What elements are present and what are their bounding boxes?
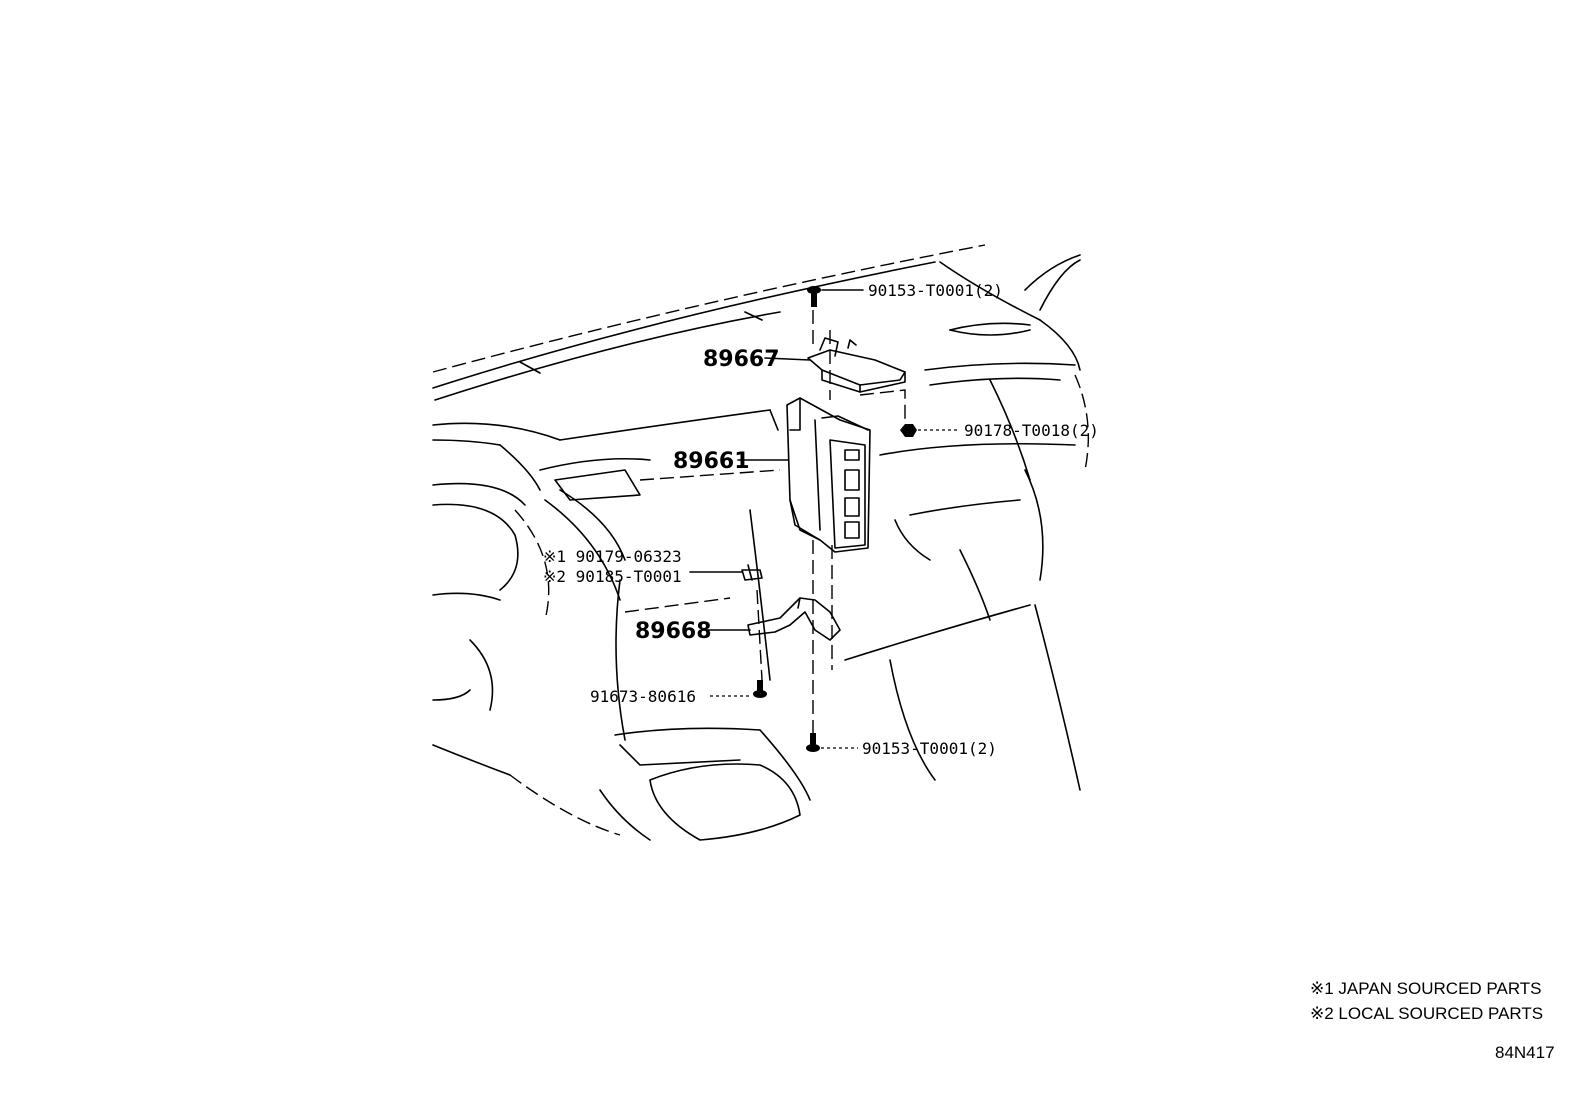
floor-line — [432, 744, 511, 776]
right-panel-lower — [1024, 469, 1044, 581]
steering-lower-2 — [432, 689, 471, 701]
floor-dash — [509, 774, 621, 836]
pillar-curve — [1024, 254, 1081, 291]
cluster-hood-2 — [432, 439, 501, 446]
callout-clip-japan: ※1 90179-06323 — [543, 547, 682, 566]
cluster-hood-3 — [499, 444, 541, 491]
legend-note-japan: ※1 JAPAN SOURCED PARTS — [1310, 979, 1542, 998]
assembly-guides — [756, 310, 906, 740]
vent-slot-2 — [949, 329, 1031, 336]
console-left-side — [615, 579, 626, 741]
legend-note-local: ※2 LOCAL SOURCED PARTS — [1310, 1004, 1543, 1023]
dash-seam — [519, 361, 541, 374]
ecu-module-icon — [786, 397, 871, 553]
right-panel-mid — [909, 499, 1021, 516]
dash-top-edge — [432, 244, 986, 373]
callout-upper-bracket: 89667 — [703, 347, 780, 372]
right-panel-curve — [894, 519, 931, 561]
column-line — [544, 499, 621, 601]
center-vent-line — [639, 469, 781, 481]
console-tray — [619, 744, 741, 766]
guide-nut — [859, 389, 906, 420]
figure-code: 84N417 — [1495, 1043, 1555, 1062]
cluster-hood — [432, 422, 561, 441]
console-left-lower — [599, 789, 651, 841]
upper-bracket-icon — [807, 337, 906, 393]
dashboard-outline — [432, 244, 1089, 841]
right-panel-door — [1034, 604, 1081, 791]
console-top — [614, 727, 761, 736]
shifter-bezel — [649, 763, 801, 841]
vent-slot — [949, 322, 1031, 331]
callout-clip-local: ※2 90185-T0001 — [543, 567, 682, 586]
right-panel-base — [959, 549, 991, 621]
dash-top-line — [432, 261, 936, 389]
steering-spoke — [432, 592, 501, 601]
callout-bolt-top: 90153-T0001(2) — [868, 281, 1003, 300]
right-panel-edge — [1074, 374, 1089, 471]
column-line-2 — [559, 489, 626, 561]
upper-trim — [559, 409, 771, 441]
callout-nut: 90178-T0018(2) — [964, 421, 1099, 440]
bolt-top-icon — [807, 286, 821, 307]
screw-icon — [753, 680, 767, 698]
guide-screw — [756, 589, 763, 681]
nut-icon — [900, 424, 917, 437]
leader-lines — [689, 289, 960, 749]
right-panel-glove — [879, 442, 1076, 456]
upper-trim-end — [769, 409, 779, 431]
callout-lower-bracket: 89668 — [635, 619, 712, 644]
steering-wheel-top — [432, 482, 526, 506]
lower-bracket-icon — [747, 597, 841, 641]
steering-wheel-inner — [432, 503, 519, 591]
console-center-line — [749, 509, 771, 681]
console-left-dash — [624, 597, 731, 613]
callout-bolt-bottom: 90153-T0001(2) — [862, 739, 997, 758]
dash-crease — [434, 311, 781, 401]
dash-right-edge — [1039, 319, 1081, 371]
right-panel-line — [929, 377, 1061, 386]
center-vent-top — [539, 457, 651, 471]
callout-screw: 91673-80616 — [590, 687, 696, 706]
pillar-curve-2 — [1039, 259, 1081, 311]
steering-wheel-rim — [514, 509, 550, 621]
console-right-edge — [759, 729, 811, 801]
console-top-right — [844, 604, 1031, 661]
right-panel-fold — [989, 379, 1031, 481]
dash-seam-2 — [744, 311, 763, 321]
clip-icon — [741, 564, 763, 581]
callout-ecu: 89661 — [673, 449, 750, 474]
steering-lower — [469, 639, 494, 711]
bolt-bottom-icon — [806, 733, 820, 752]
right-panel-top — [924, 362, 1076, 371]
console-right-side — [889, 659, 936, 781]
dash-right-slope — [939, 261, 1041, 321]
